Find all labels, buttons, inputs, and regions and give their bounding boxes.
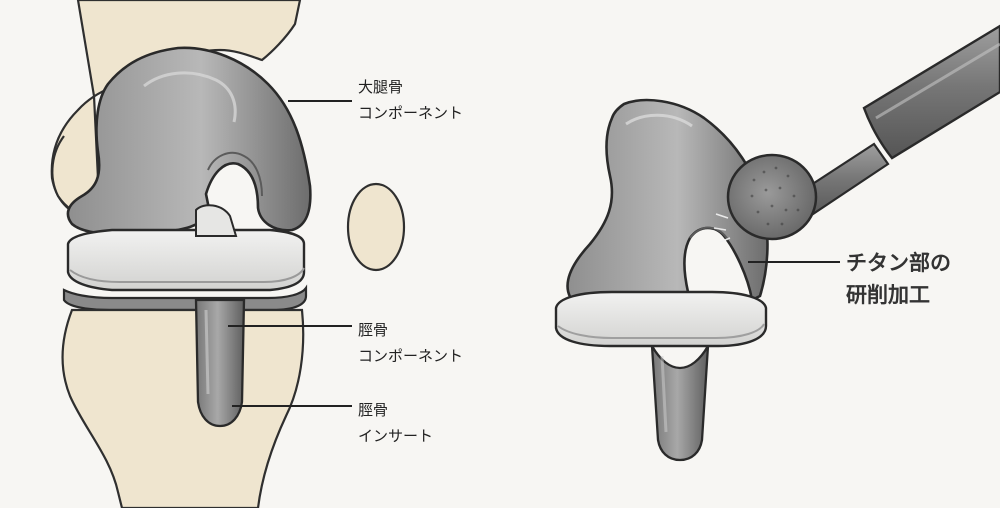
tibial-insert-label: 脛骨 インサート xyxy=(358,397,433,449)
titanium-label-line-1: チタン部の xyxy=(846,251,951,275)
femoral-label-line-1: 大腿骨 xyxy=(358,78,404,96)
patella-bone-icon xyxy=(346,182,406,272)
insert-label-line-1: 脛骨 xyxy=(358,401,389,419)
grinding-head-icon xyxy=(726,153,818,241)
tibial-stem-icon xyxy=(194,298,246,428)
femoral-component-icon xyxy=(66,46,312,236)
femoral-component-label: 大腿骨 コンポーネント xyxy=(358,74,463,126)
right-tibial-tray-icon xyxy=(554,290,768,348)
tibial-label-line-1: 脛骨 xyxy=(358,321,389,339)
grinding-texture-icon xyxy=(750,166,800,226)
titanium-grinding-label: チタン部の 研削加工 xyxy=(846,247,951,311)
right-tibial-stem-icon xyxy=(650,345,710,462)
tibial-tray-icon xyxy=(62,284,308,312)
femoral-label-line-2: コンポーネント xyxy=(358,104,464,122)
tibial-component-label: 脛骨 コンポーネント xyxy=(358,317,463,369)
tibial-label-line-2: コンポーネント xyxy=(358,347,464,365)
tibial-insert-icon xyxy=(66,228,306,292)
tibia-bone-icon xyxy=(61,308,305,508)
insert-label-line-2: インサート xyxy=(358,427,434,445)
titanium-label-line-2: 研削加工 xyxy=(846,283,930,307)
